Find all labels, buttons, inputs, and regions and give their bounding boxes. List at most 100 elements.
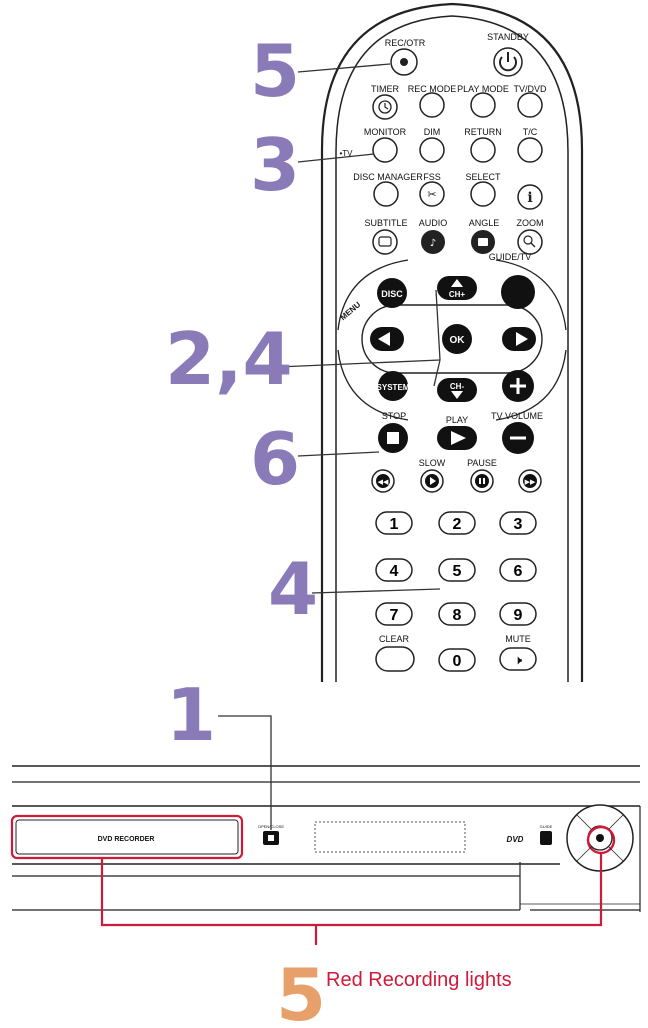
stop-label: STOP	[382, 411, 406, 421]
pause-button[interactable]	[471, 470, 493, 492]
clear-button[interactable]	[376, 647, 414, 671]
guide-button[interactable]	[540, 831, 552, 845]
zoom-button[interactable]	[518, 230, 542, 254]
play-mode-button[interactable]	[471, 93, 495, 117]
svg-text:9: 9	[514, 607, 523, 624]
step-6-callout: 6	[250, 417, 300, 501]
left-button[interactable]	[370, 327, 404, 351]
return-label: RETURN	[464, 127, 502, 137]
play-label: PLAY	[446, 415, 468, 425]
disc-button-label: DISC	[381, 289, 403, 299]
dvd-recorder: DVD RECORDER OPEN/CLOSE DVD GUIDE	[12, 766, 640, 912]
angle-label: ANGLE	[469, 218, 500, 228]
select-label: SELECT	[465, 172, 501, 182]
step-1-callout: 1	[166, 673, 216, 757]
ch-minus-label: CH-	[450, 382, 465, 391]
subtitle-button[interactable]	[373, 230, 397, 254]
numpad-key-2[interactable]: 2	[439, 512, 475, 534]
fss-label: FSS	[423, 172, 441, 182]
ok-label: OK	[450, 335, 466, 346]
mute-icon: 🕨	[514, 653, 522, 668]
stop-button[interactable]	[378, 423, 408, 453]
guide-tv-button[interactable]	[501, 275, 535, 309]
clear-label: CLEAR	[379, 634, 410, 644]
numpad-key-9[interactable]: 9	[500, 603, 536, 625]
timer-label: TIMER	[371, 84, 399, 94]
numpad-key-4[interactable]: 4	[376, 559, 412, 581]
svg-text:1: 1	[390, 516, 399, 533]
tv-dvd-button[interactable]	[518, 93, 542, 117]
rewind-button[interactable]: ◀◀	[372, 470, 394, 492]
pause-label: PAUSE	[467, 458, 497, 468]
fss-button[interactable]: ✂	[420, 182, 444, 206]
numpad-key-8[interactable]: 8	[439, 603, 475, 625]
slow-button[interactable]	[421, 470, 443, 492]
rec-mode-button[interactable]	[420, 93, 444, 117]
dim-button[interactable]	[420, 138, 444, 162]
play-button[interactable]	[437, 426, 477, 450]
svg-text:2: 2	[453, 516, 462, 533]
monitor-label: MONITOR	[364, 127, 407, 137]
standby-button[interactable]	[494, 48, 522, 76]
numpad-key-7[interactable]: 7	[376, 603, 412, 625]
numpad-key-3[interactable]: 3	[500, 512, 536, 534]
disc-manager-button[interactable]	[374, 182, 398, 206]
ok-button[interactable]: OK	[442, 324, 472, 354]
disc-button[interactable]: DISC	[377, 278, 407, 308]
numpad-key-5[interactable]: 5	[439, 559, 475, 581]
svg-text:4: 4	[390, 563, 399, 580]
tc-button[interactable]	[518, 138, 542, 162]
step-24-callout: 2,4	[165, 317, 293, 401]
fast-forward-icon: ▶▶	[525, 479, 536, 486]
info-button[interactable]: i	[518, 185, 542, 209]
svg-text:5: 5	[453, 563, 462, 580]
numpad-key-6[interactable]: 6	[500, 559, 536, 581]
dvd-logo: DVD	[507, 835, 524, 844]
fast-forward-button[interactable]: ▶▶	[519, 470, 541, 492]
return-button[interactable]	[471, 138, 495, 162]
step-5-bottom-callout: 5	[276, 953, 326, 1023]
red-recording-lights-caption: Red Recording lights	[326, 969, 512, 991]
rec-otr-label: REC/OTR	[385, 38, 426, 48]
numpad-key-0[interactable]: 0	[439, 649, 475, 671]
tc-label: T/C	[523, 127, 538, 137]
dvd-recorder-brand: DVD RECORDER	[98, 836, 155, 843]
audio-icon: ♪	[430, 238, 436, 249]
camera-icon	[478, 238, 488, 246]
monitor-button[interactable]	[373, 138, 397, 162]
rewind-icon: ◀◀	[378, 479, 389, 486]
select-button[interactable]	[471, 182, 495, 206]
right-button[interactable]	[502, 327, 536, 351]
pause-icon	[479, 478, 481, 484]
step-5-callout: 5	[250, 29, 300, 113]
subtitle-label: SUBTITLE	[364, 218, 407, 228]
volume-up-button[interactable]	[502, 370, 534, 402]
svg-text:3: 3	[514, 516, 523, 533]
rec-otr-button[interactable]	[391, 49, 417, 75]
svg-text:0: 0	[453, 653, 462, 670]
zoom-label: ZOOM	[517, 218, 544, 228]
volume-down-button[interactable]	[502, 422, 534, 454]
timer-button[interactable]	[373, 95, 397, 119]
display-window	[315, 822, 465, 852]
audio-button[interactable]: ♪	[421, 230, 445, 254]
ch-plus-button[interactable]: CH+	[437, 276, 477, 300]
step-3-callout: 3	[250, 123, 300, 207]
record-dot-icon	[596, 834, 604, 842]
guide-label: GUIDE	[540, 824, 553, 829]
numpad-key-1[interactable]: 1	[376, 512, 412, 534]
tv-volume-label: TV VOLUME	[491, 411, 543, 421]
angle-button[interactable]	[471, 230, 495, 254]
mute-button[interactable]: 🕨	[500, 648, 536, 670]
mute-label: MUTE	[505, 634, 531, 644]
step-4-callout: 4	[268, 547, 318, 631]
info-icon: i	[527, 190, 532, 206]
recording-lights-bracket	[102, 853, 601, 945]
remote-control: REC/OTR STANDBY TIMER REC MODE PLAY MODE…	[322, 4, 582, 682]
slow-label: SLOW	[419, 458, 446, 468]
system-button-label: SYSTEM	[377, 383, 410, 392]
svg-text:6: 6	[514, 563, 523, 580]
standby-label: STANDBY	[487, 32, 529, 42]
ch-plus-label: CH+	[449, 290, 466, 299]
